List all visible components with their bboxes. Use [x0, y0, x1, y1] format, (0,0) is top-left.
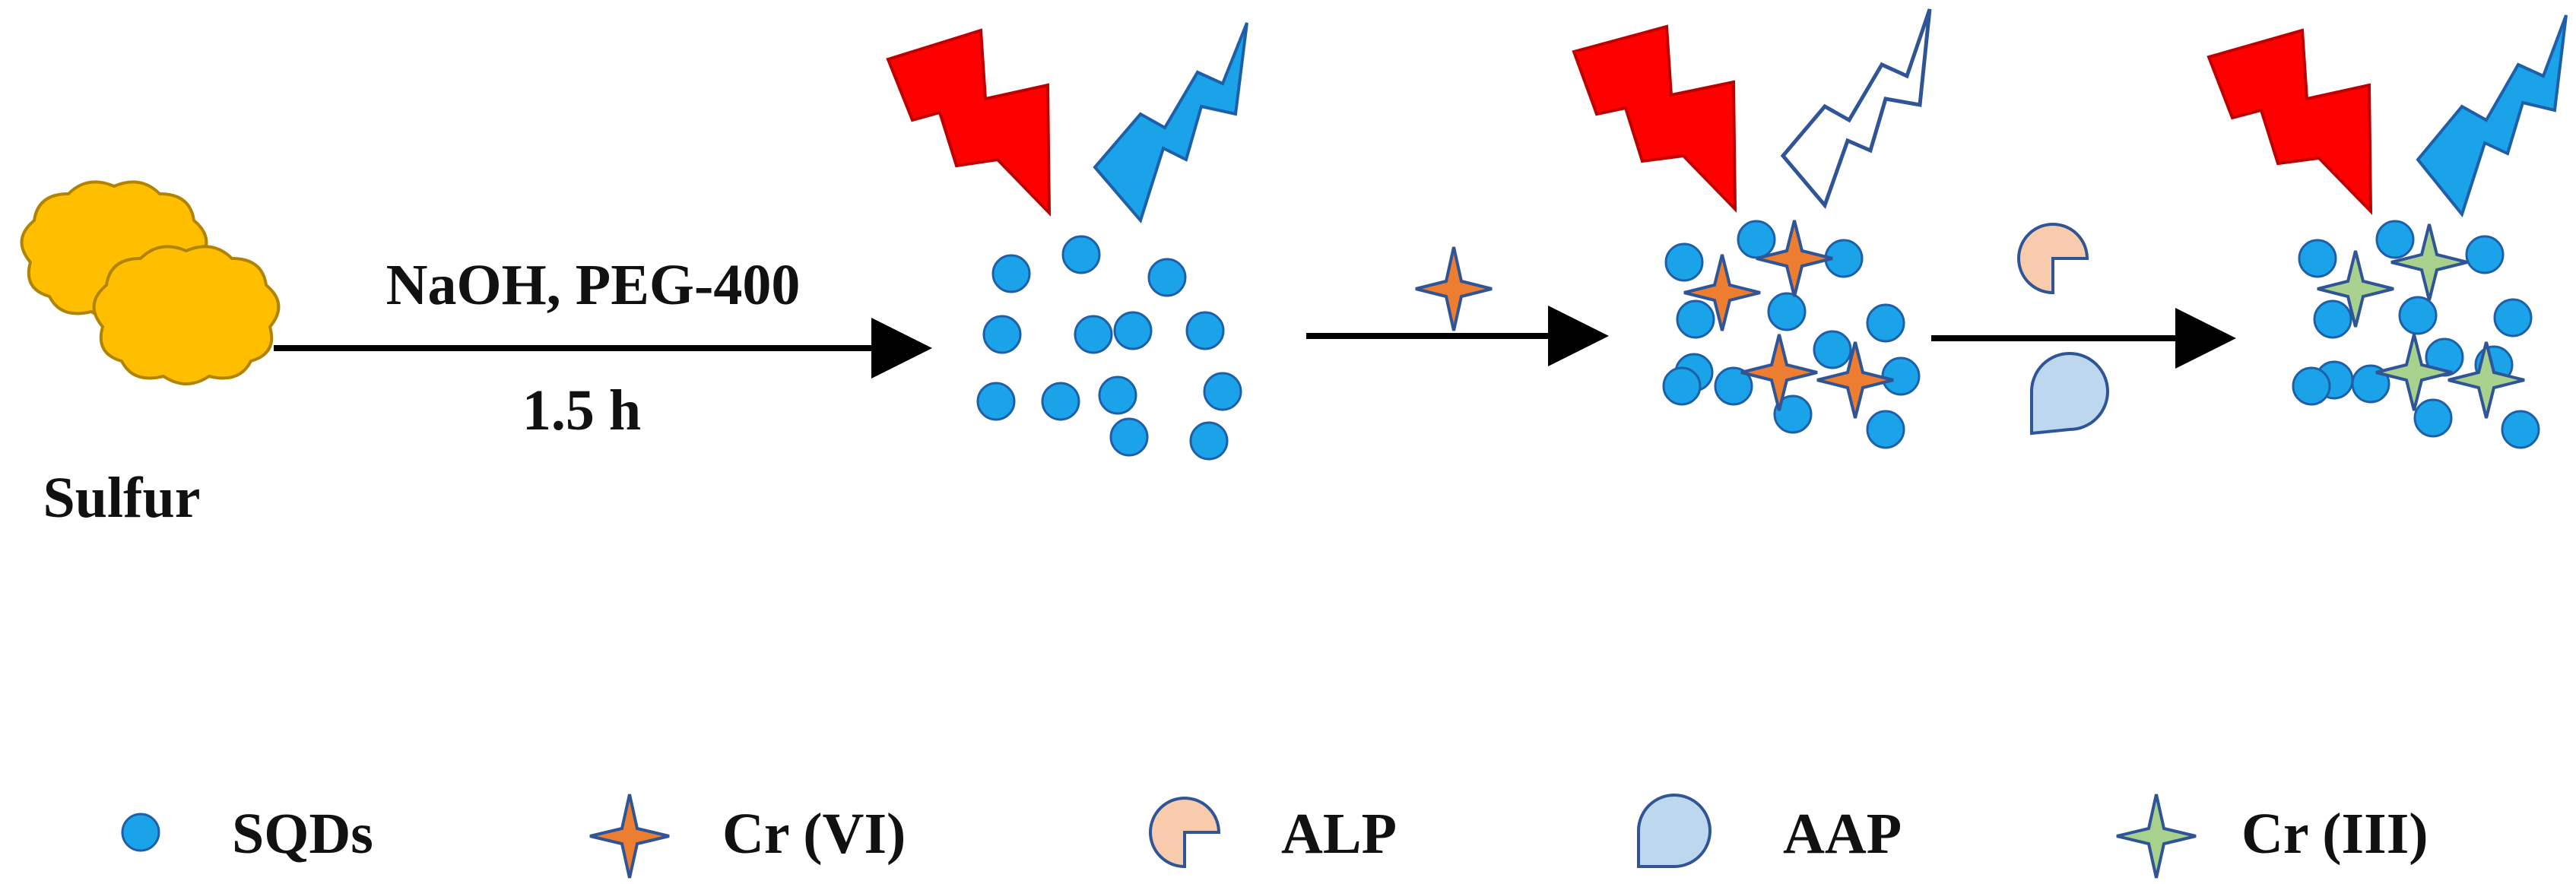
red-lightning-icon — [886, 28, 1052, 217]
aap-drop-icon — [1637, 794, 1712, 868]
cr6-star-icon — [1816, 341, 1894, 419]
sqd-dot-icon — [1714, 366, 1753, 406]
sqd-dot-icon — [1113, 311, 1153, 350]
sqd-cluster-cr6 — [1662, 220, 1921, 449]
sqd-dot-icon — [1147, 258, 1187, 297]
cr3-star-icon — [2390, 223, 2468, 301]
sqd-dot-icon — [2493, 298, 2533, 337]
sqd-dot-icon — [976, 382, 1016, 421]
red-lightning-icon — [2206, 28, 2373, 215]
sqd-dot-icon — [1074, 315, 1113, 354]
cr3-star-icon — [2317, 250, 2394, 328]
cr6-star-icon — [1756, 220, 1833, 297]
cr6-star-icon — [1740, 334, 1818, 411]
sqd-dot-icon — [1767, 292, 1807, 331]
cr6-star-icon — [589, 794, 670, 879]
sqd-dot-icon — [2375, 220, 2415, 259]
cr6-star-icon — [1683, 254, 1761, 331]
sulfur-label: Sulfur — [43, 466, 201, 530]
alp-pacman-icon — [2017, 223, 2089, 295]
sqd-dot-icon — [1866, 303, 1905, 343]
legend-sqds-label: SQDs — [232, 802, 373, 866]
sqd-dot-icon — [2465, 235, 2505, 274]
legend: SQDs Cr (VI) ALP AAP Cr (III) — [121, 794, 2428, 879]
sqd-dot-icon — [2298, 239, 2337, 278]
legend-aap-label: AAP — [1783, 802, 1902, 866]
sqd-dot-icon — [121, 813, 160, 852]
sqd-dot-icon — [1664, 242, 1704, 282]
sqd-dot-icon — [2398, 296, 2438, 335]
legend-cr3-label: Cr (III) — [2241, 802, 2428, 866]
sqd-dot-icon — [1737, 220, 1776, 259]
sqd-dot-icon — [1109, 417, 1149, 457]
hollow-lightning-icon — [1780, 8, 1932, 209]
legend-alp-label: ALP — [1281, 802, 1397, 866]
sulfur-cloud-icon — [20, 180, 281, 385]
step1-reagents-label: NaOH, PEG-400 — [386, 253, 801, 317]
sqd-dot-icon — [982, 315, 1022, 354]
sqd-dot-icon — [1203, 372, 1242, 411]
sqd-cluster-free — [976, 235, 1242, 461]
sqd-dot-icon — [1881, 356, 1921, 396]
cr6-star-icon — [1415, 246, 1493, 331]
blue-lightning-icon — [2416, 14, 2568, 218]
sqd-dot-icon — [991, 254, 1031, 293]
sqd-dot-icon — [2413, 398, 2453, 438]
red-lightning-icon — [1572, 24, 1737, 213]
sqd-dot-icon — [1866, 410, 1905, 449]
sqd-dot-icon — [2313, 299, 2352, 339]
sqd-dot-icon — [1061, 235, 1101, 274]
cr3-star-icon — [2448, 341, 2525, 419]
sqd-dot-icon — [1041, 382, 1080, 421]
aap-drop-icon — [2030, 352, 2109, 436]
sqd-dot-icon — [2501, 410, 2540, 449]
blue-lightning-icon — [1093, 22, 1248, 224]
cr3-star-icon — [2375, 334, 2453, 411]
sqd-dot-icon — [1098, 375, 1137, 415]
alp-pacman-icon — [1149, 797, 1221, 869]
sqd-dot-icon — [1185, 311, 1225, 350]
cr3-star-icon — [2116, 794, 2197, 879]
sqd-dot-icon — [1813, 330, 1852, 369]
legend-cr6-label: Cr (VI) — [722, 802, 906, 866]
sqd-cluster-cr3 — [2292, 220, 2540, 449]
sqd-dot-icon — [2292, 366, 2331, 406]
sqd-dot-icon — [1189, 421, 1229, 461]
sqd-dot-icon — [1662, 366, 1702, 406]
step1-time-label: 1.5 h — [522, 379, 641, 442]
sqd-dot-icon — [1773, 394, 1813, 434]
sqd-dot-icon — [1676, 299, 1715, 339]
